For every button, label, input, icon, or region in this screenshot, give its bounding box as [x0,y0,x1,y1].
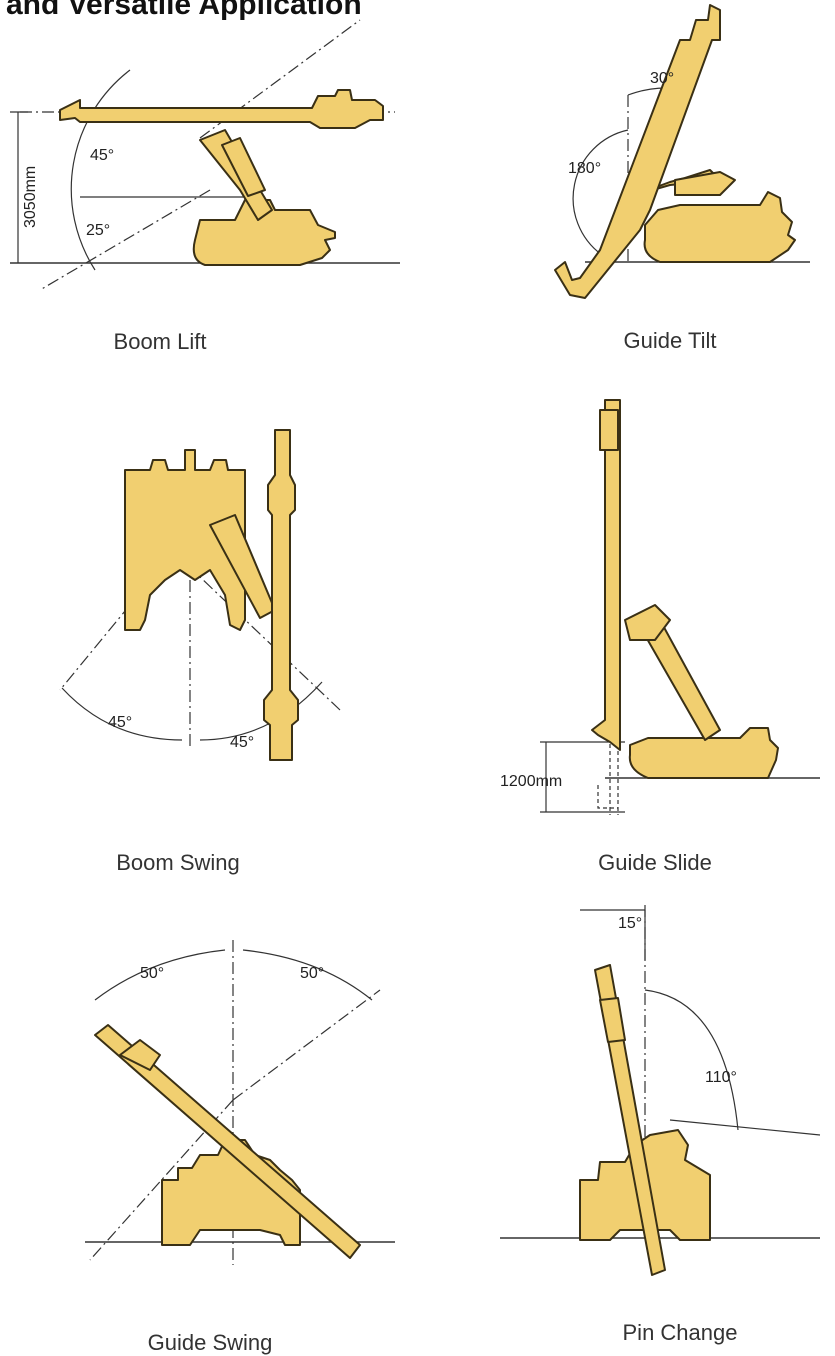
caption-pin-change: Pin Change [622,1320,738,1345]
guide-slide-diagram: 1200mm [500,399,820,815]
guide-swing-angle-right: 50° [300,965,324,982]
guide-slide-distance: 1200mm [500,773,562,790]
guide-tilt-angle-a: 30° [650,70,674,87]
boom-swing-angle-right: 45° [230,734,254,751]
boom-lift-angle-up: 45° [90,147,114,164]
guide-tilt-angle-b: 180° [568,160,601,177]
page-title: and Versatile Application [6,0,362,21]
pin-change-angle-a: 15° [618,915,642,932]
caption-guide-slide: Guide Slide [598,850,712,875]
guide-tilt-diagram: 30° 180° [554,4,810,299]
boom-lift-height: 3050mm [22,166,39,228]
pin-change-angle-b: 110° [705,1069,737,1086]
boom-lift-diagram: 45° 25° 3050mm [10,19,400,291]
caption-boom-swing: Boom Swing [116,850,240,875]
caption-guide-tilt: Guide Tilt [623,328,717,353]
guide-swing-diagram: 50° 50° [85,940,395,1265]
boom-swing-angle-left: 45° [108,714,132,731]
caption-guide-swing: Guide Swing [147,1330,273,1355]
boom-lift-angle-down: 25° [86,222,110,239]
boom-swing-diagram: 45° 45° [59,429,341,761]
guide-swing-angle-left: 50° [140,965,164,982]
caption-boom-lift: Boom Lift [113,329,207,354]
pin-change-diagram: 15° 110° [500,905,821,1276]
